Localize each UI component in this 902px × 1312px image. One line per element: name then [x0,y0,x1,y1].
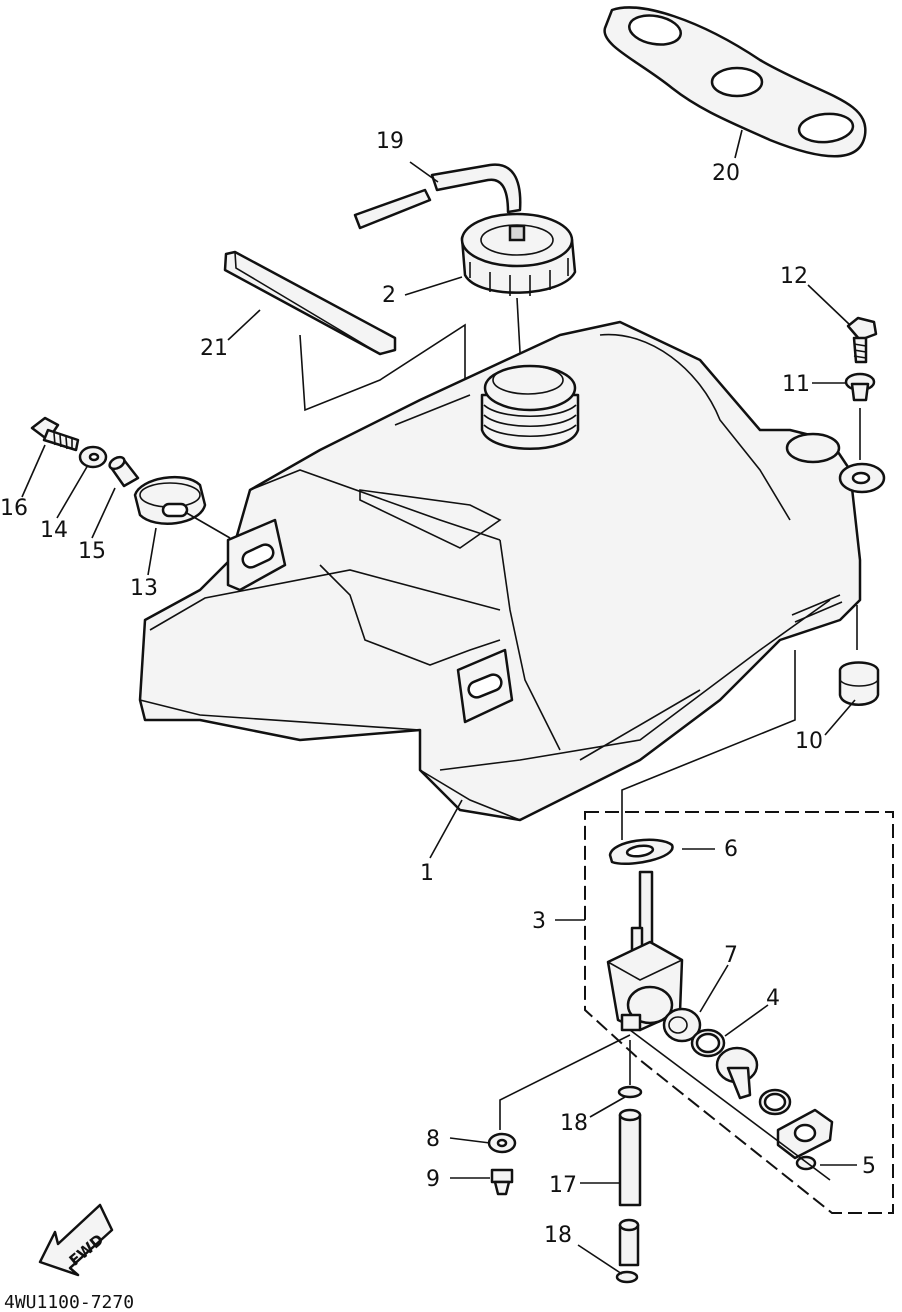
part-6-gasket [608,838,674,866]
callout-5: 5 [862,1154,876,1179]
part-10-grommet [838,661,880,706]
part-2-fuel-cap [460,212,577,296]
callout-18-lower: 18 [544,1223,572,1248]
part-1-fuel-tank [138,320,886,822]
callout-19: 19 [376,129,404,154]
callout-10: 10 [795,729,823,754]
fuel-hose-lower [618,1218,640,1267]
callout-1: 1 [420,861,434,886]
part-11-collar [844,372,876,402]
callout-20: 20 [712,161,740,186]
part-21-foam-strip [223,250,397,356]
part-20-plate [603,6,867,158]
part-9-drain-bolt [490,1168,514,1196]
part-4-o-ring [690,1028,792,1116]
callout-14: 14 [40,518,68,543]
callout-9: 9 [426,1167,440,1192]
part-18-clip-lower [615,1270,639,1284]
filler-neck [480,364,580,450]
callout-leaders [21,129,857,1275]
callout-4: 4 [766,986,780,1011]
part-7-seal [662,1007,702,1043]
part-16-bolt [30,416,80,452]
part-3-fuel-cock [606,870,684,1032]
callout-12: 12 [780,264,808,289]
callout-8: 8 [426,1127,440,1152]
callout-labels: 19 2 21 20 12 11 16 14 15 13 10 1 6 3 7 … [0,129,876,1248]
part-13-grommet [133,475,207,525]
callout-11: 11 [782,372,810,397]
callout-13: 13 [130,576,158,601]
callout-6: 6 [724,837,738,862]
part-14-washer [78,445,108,469]
fuel-cock-lever [715,1046,759,1100]
part-12-bolt [846,316,878,364]
callout-3: 3 [532,909,546,934]
callout-15: 15 [78,539,106,564]
part-17-fuel-hose [618,1108,642,1207]
callout-2: 2 [382,283,396,308]
part-19-breather-hose [353,163,522,230]
part-15-collar [108,455,140,488]
drawing-code: 4WU1100-7270 [4,1292,134,1312]
callout-21: 21 [200,336,228,361]
callout-7: 7 [724,943,738,968]
callout-17: 17 [549,1173,577,1198]
part-8-washer [487,1132,517,1154]
part-18-clip-upper [617,1085,643,1099]
callout-18-upper: 18 [560,1111,588,1136]
fwd-arrow-icon: FWD [38,1203,114,1277]
callout-16: 16 [0,496,28,521]
fuel-cock-plate [776,1108,834,1160]
